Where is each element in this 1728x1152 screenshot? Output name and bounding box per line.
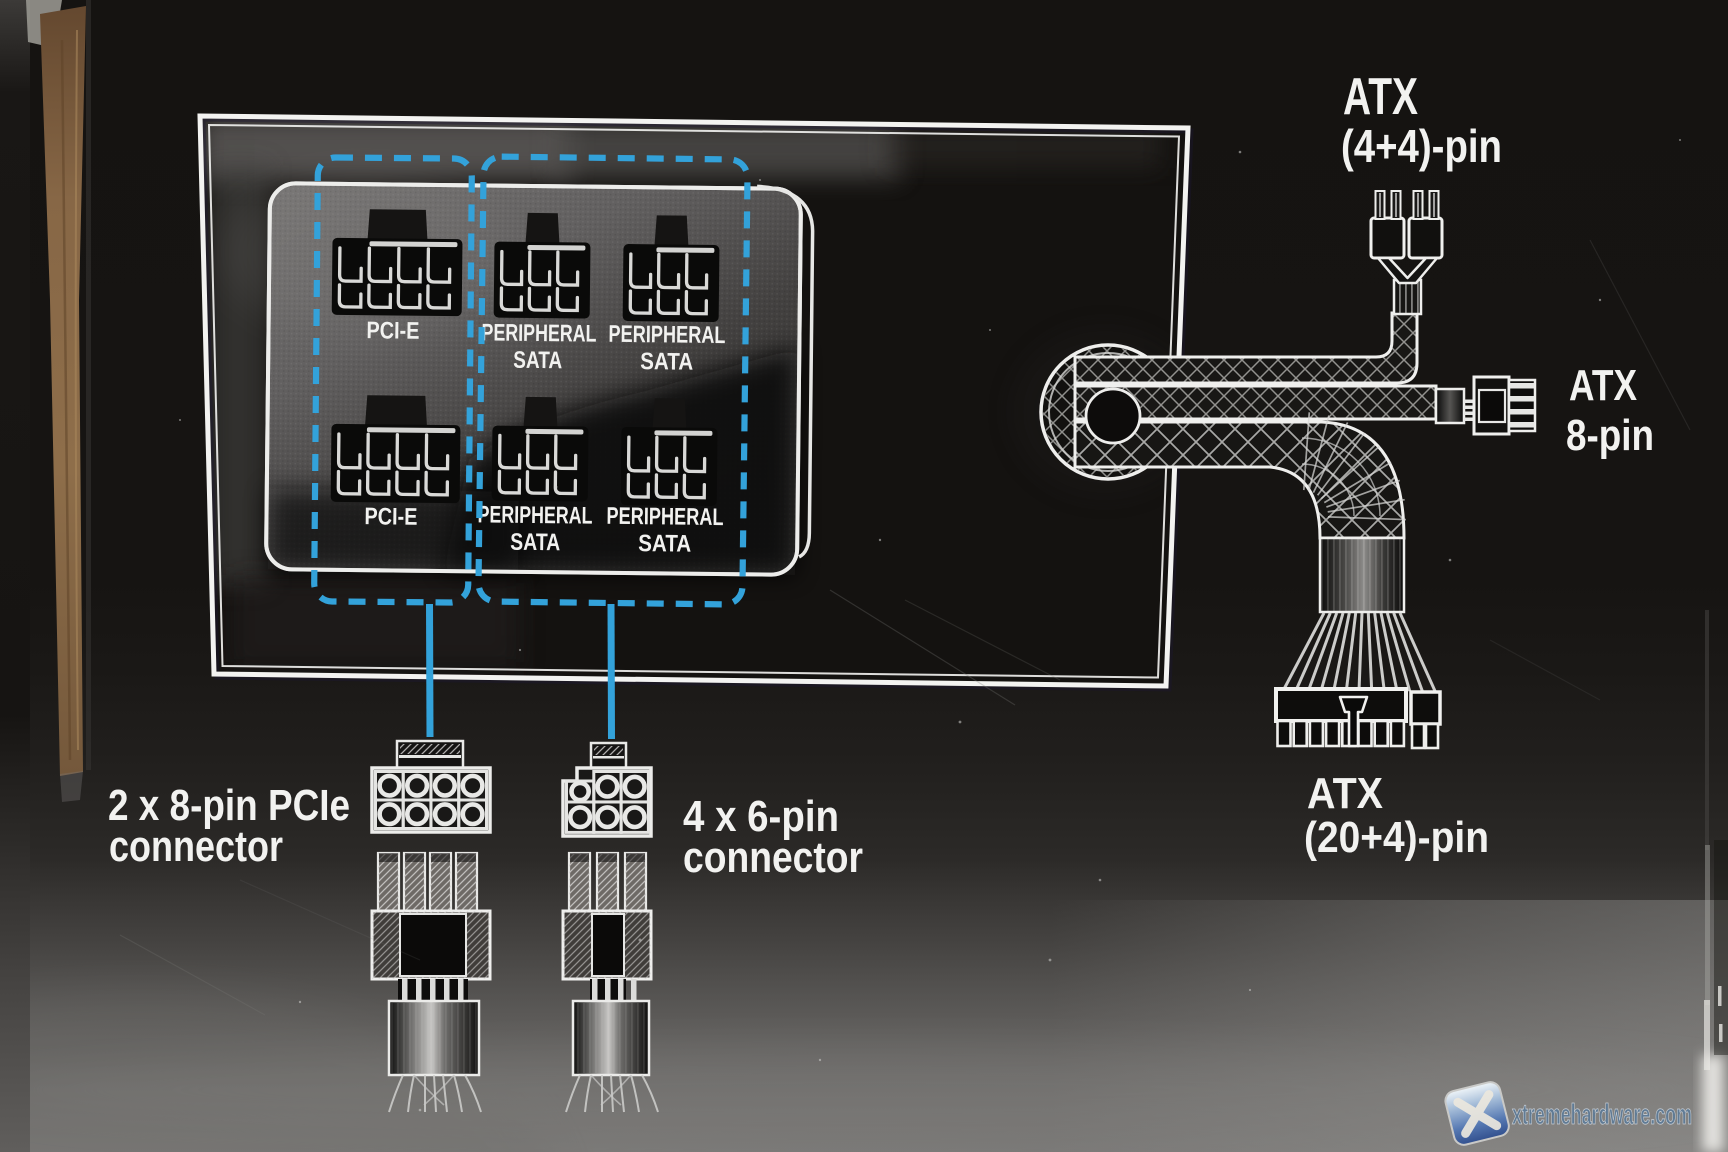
svg-text:PERIPHERAL: PERIPHERAL [481, 319, 596, 347]
svg-text:SATA: SATA [640, 348, 693, 376]
svg-text:(20+4)-pin: (20+4)-pin [1304, 813, 1489, 862]
svg-text:2 x 8-pin PCIe: 2 x 8-pin PCIe [108, 781, 350, 830]
svg-text:8-pin: 8-pin [1566, 411, 1654, 460]
svg-text:PERIPHERAL: PERIPHERAL [477, 501, 592, 529]
svg-text:PCI-E: PCI-E [366, 317, 419, 345]
svg-text:ATX: ATX [1569, 361, 1637, 410]
svg-text:SATA: SATA [638, 530, 691, 558]
svg-text:SATA: SATA [510, 529, 560, 557]
svg-text:SATA: SATA [513, 347, 562, 375]
svg-text:connector: connector [109, 822, 283, 871]
svg-text:xtremehardware.com: xtremehardware.com [1512, 1099, 1692, 1131]
svg-text:PCI-E: PCI-E [364, 503, 417, 531]
svg-text:PERIPHERAL: PERIPHERAL [606, 503, 723, 531]
svg-text:ATX: ATX [1343, 68, 1418, 126]
svg-text:4 x 6-pin: 4 x 6-pin [683, 792, 839, 841]
svg-text:(4+4)-pin: (4+4)-pin [1341, 120, 1502, 172]
svg-text:ATX: ATX [1307, 769, 1383, 818]
svg-text:PERIPHERAL: PERIPHERAL [608, 321, 725, 349]
svg-text:connector: connector [683, 833, 863, 882]
